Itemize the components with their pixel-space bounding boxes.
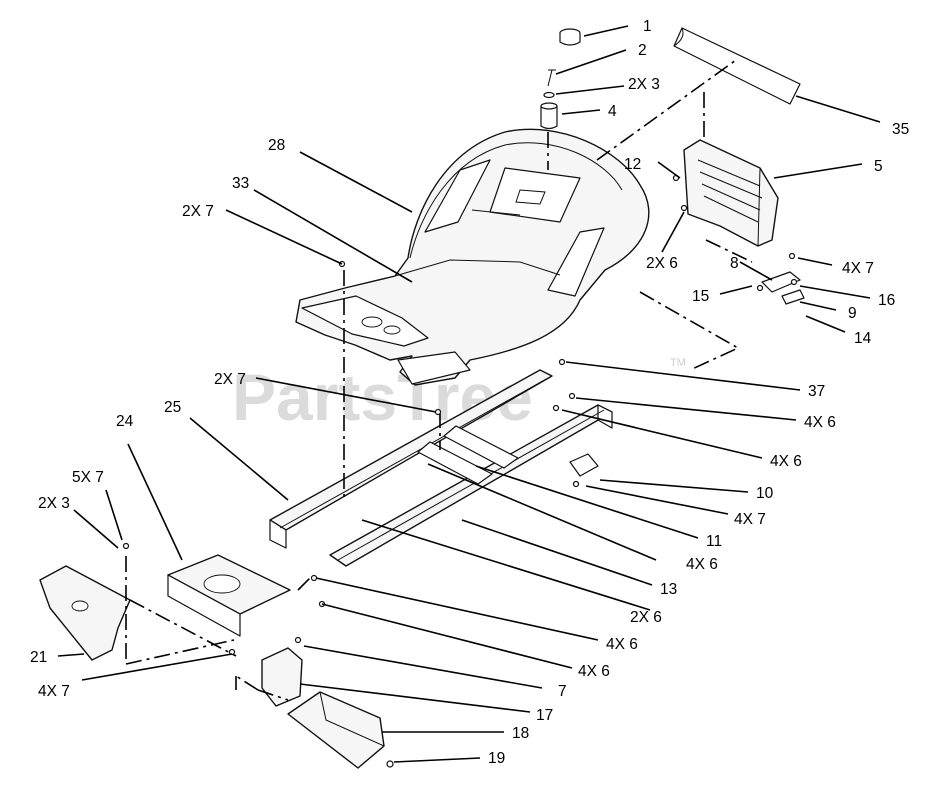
callout-label: 9 [848, 305, 857, 322]
screw [547, 69, 556, 87]
callout-label: 13 [660, 581, 677, 598]
fender-tower [683, 139, 779, 247]
watermark-trademark: TM [670, 357, 686, 369]
callout-label: 2X 7 [182, 203, 214, 220]
front-bracket [39, 565, 131, 661]
bushing [540, 102, 558, 130]
washer [543, 91, 555, 99]
plug [559, 28, 581, 46]
callout-label: 4X 7 [734, 511, 766, 528]
callout-label: 14 [854, 330, 872, 347]
seat-pan [295, 128, 650, 386]
callout-label: 4X 6 [578, 663, 610, 680]
callout-label: 12 [624, 156, 641, 173]
front-bumper [287, 691, 385, 769]
callout-label: 4X 6 [606, 636, 638, 653]
callout-label: 37 [808, 383, 825, 400]
callout-label: 4X 6 [686, 556, 718, 573]
frame-rail-right [329, 404, 613, 567]
nut [386, 760, 394, 768]
assembly-lines [125, 59, 753, 701]
callout-label: 4 [608, 103, 617, 120]
callout-label: 33 [232, 175, 249, 192]
callout-label: 2 [638, 42, 647, 59]
callout-label: 2X 3 [38, 495, 70, 512]
bracket [761, 271, 805, 305]
callout-label: 28 [268, 137, 285, 154]
callout-label: 21 [30, 649, 47, 666]
callout-label: 2X 3 [628, 76, 660, 93]
callout-labels: 1 2 2X 3 4 35 28 12 5 33 2X 7 2X 6 8 4X … [30, 18, 909, 767]
callout-label: 1 [643, 18, 652, 35]
leader-lines [57, 25, 881, 763]
callout-label: 8 [730, 255, 739, 272]
callout-label: 7 [558, 683, 567, 700]
callout-label: 2X 7 [214, 371, 246, 388]
callout-label: 5 [874, 158, 883, 175]
shield [261, 647, 303, 707]
callout-label: 19 [488, 750, 505, 767]
fasteners [122, 174, 798, 656]
callout-label: 17 [536, 707, 553, 724]
callout-label: 35 [892, 121, 909, 138]
callout-label: 2X 6 [646, 255, 678, 272]
callout-label: 5X 7 [72, 469, 104, 486]
callout-label: 10 [756, 485, 774, 502]
callout-label: 4X 7 [38, 683, 70, 700]
callout-label: 16 [878, 292, 895, 309]
watermark: PartsTree [232, 360, 533, 434]
callout-label: 15 [692, 288, 709, 305]
callout-label: 18 [512, 725, 529, 742]
callout-label: 4X 7 [842, 260, 874, 277]
frame-rail-left [269, 369, 553, 549]
hood-hinge-bar [673, 27, 801, 105]
frame-crossmember [417, 425, 519, 485]
callout-label: 24 [116, 413, 134, 430]
callout-label: 4X 6 [770, 453, 802, 470]
callout-label: 4X 6 [804, 414, 836, 431]
callout-label: 2X 6 [630, 609, 662, 626]
step-plate [167, 554, 291, 637]
bracket [569, 453, 599, 477]
callout-label: 25 [164, 399, 181, 416]
callout-label: 11 [706, 533, 722, 550]
